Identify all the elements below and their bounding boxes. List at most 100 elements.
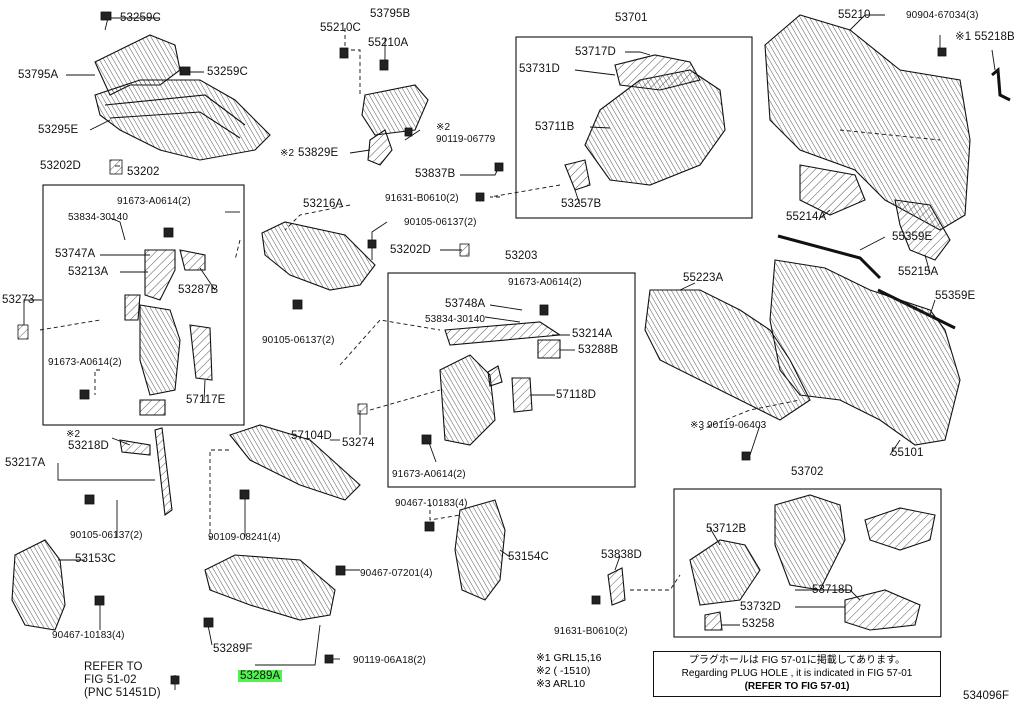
bolt-90119-06779	[404, 127, 413, 137]
callout-90467-a[interactable]: 90467-10183(4)	[52, 630, 125, 641]
callout-53795B[interactable]: 53795B	[370, 8, 411, 20]
callout-53718D[interactable]: 53718D	[812, 584, 853, 596]
callout-55359E-a[interactable]: 55359E	[892, 231, 933, 243]
callout-53258[interactable]: 53258	[742, 618, 775, 630]
callout-55214A[interactable]: 55214A	[786, 211, 827, 223]
callout-53288B[interactable]: 53288B	[578, 344, 619, 356]
bolt-91631-b	[591, 595, 601, 605]
callout-53702[interactable]: 53702	[791, 466, 824, 478]
callout-53838D[interactable]: 53838D	[601, 549, 642, 561]
clip-53273	[17, 324, 29, 340]
callout-53257B[interactable]: 53257B	[561, 198, 602, 210]
callout-91673-d[interactable]: 91673-A0614(2)	[392, 469, 466, 480]
part-57104D	[229, 424, 361, 501]
callout-55210C[interactable]: 55210C	[320, 22, 361, 34]
callout-53748A[interactable]: 53748A	[445, 298, 486, 310]
callout-90105-a[interactable]: 90105-06137(2)	[404, 217, 477, 228]
callout-55101[interactable]: 55101	[891, 447, 924, 459]
callout-90467-b[interactable]: 90467-10183(4)	[395, 498, 468, 509]
callout-55210A[interactable]: 55210A	[368, 37, 409, 49]
callout-90904[interactable]: 90904-67034(3)	[906, 10, 979, 21]
callout-53289A[interactable]: 53289A	[238, 670, 283, 683]
part-53732D	[844, 589, 921, 631]
callout-53829E[interactable]: 53829E	[298, 147, 339, 159]
callout-53274[interactable]: 53274	[342, 437, 375, 449]
part-53202-body	[139, 304, 181, 396]
callout-55223A[interactable]: 55223A	[683, 272, 724, 284]
callout-53287B[interactable]: 53287B	[178, 284, 219, 296]
part-53712B	[689, 539, 761, 606]
bolt-91631-a	[475, 192, 485, 202]
callout-55359E-b[interactable]: 55359E	[935, 290, 976, 302]
callout-90109[interactable]: 90109-08241(4)	[208, 532, 281, 543]
part-53218D	[119, 439, 151, 456]
callout-53834-a[interactable]: 53834-30140	[68, 212, 129, 223]
callout-53218D[interactable]: 53218D	[68, 440, 109, 452]
callout-53717D[interactable]: 53717D	[575, 46, 616, 58]
callout-53213A[interactable]: 53213A	[68, 266, 109, 278]
callout-90467-07201[interactable]: 90467-07201(4)	[360, 568, 433, 579]
callout-91631-b[interactable]: 91631-B0610(2)	[554, 626, 628, 637]
callout-53153C[interactable]: 53153C	[75, 553, 116, 565]
callout-53289A-highlight: 53289A	[238, 670, 283, 682]
callout-57118D[interactable]: 57118D	[556, 389, 597, 401]
callout-53217A[interactable]: 53217A	[5, 457, 46, 469]
legend-item-2: ※2 ( -1510)	[536, 665, 591, 677]
bolt-53259C-b	[179, 66, 191, 76]
refer-line-2[interactable]: FIG 51-02	[84, 674, 137, 686]
callout-90119-06A18[interactable]: 90119-06A18(2)	[353, 655, 426, 666]
callout-53289F[interactable]: 53289F	[213, 643, 253, 655]
callout-91631-a[interactable]: 91631-B0610(2)	[385, 193, 459, 204]
refer-line-3: (PNC 51451D)	[84, 687, 161, 699]
legend-item-3: ※3 ARL10	[536, 678, 586, 690]
part-55210	[764, 14, 971, 231]
callout-53202D-a[interactable]: 53202D	[40, 160, 81, 172]
callout-53273[interactable]: 53273	[2, 294, 35, 306]
callout-53259C-a[interactable]: 53259C	[120, 12, 161, 24]
part-57117E	[189, 324, 213, 381]
note-mark-53218D: ※2	[66, 429, 81, 440]
nut-90467-07201	[335, 565, 346, 576]
callout-55210[interactable]: 55210	[838, 9, 871, 21]
callout-55218B[interactable]: ※1 55218B	[955, 31, 1015, 43]
callout-90105-b[interactable]: 90105-06137(2)	[262, 335, 335, 346]
callout-53837B[interactable]: 53837B	[415, 168, 456, 180]
part-53203-body	[439, 354, 496, 446]
callout-53712B[interactable]: 53712B	[706, 523, 747, 535]
callout-53202D-b[interactable]: 53202D	[390, 244, 431, 256]
callout-53216A[interactable]: 53216A	[303, 198, 344, 210]
callout-90105-c[interactable]: 90105-06137(2)	[70, 530, 143, 541]
callout-57104D[interactable]: 57104D	[291, 430, 332, 442]
callout-53731D[interactable]: 53731D	[519, 63, 560, 75]
clip-refer	[170, 675, 180, 685]
callout-53154C[interactable]: 53154C	[508, 551, 549, 563]
part-57118D	[511, 377, 533, 413]
callout-53711B[interactable]: 53711B	[535, 121, 575, 133]
part-53795B	[361, 84, 429, 136]
callout-53834-b[interactable]: 53834-30140	[425, 314, 486, 325]
callout-53295E[interactable]: 53295E	[38, 124, 79, 136]
callout-53795A[interactable]: 53795A	[18, 69, 59, 81]
callout-91673-a[interactable]: 91673-A0614(2)	[117, 196, 191, 207]
clip-53202D-a	[109, 159, 123, 175]
callout-53732D[interactable]: 53732D	[740, 601, 781, 613]
part-53216A	[261, 221, 376, 291]
diagram-id: 534096F	[963, 690, 1010, 702]
part-53731D	[614, 54, 701, 91]
part-53289A	[204, 554, 336, 621]
callout-53214A[interactable]: 53214A	[572, 328, 613, 340]
callout-57117E[interactable]: 57117E	[186, 394, 226, 406]
callout-55215A[interactable]: 55215A	[898, 266, 939, 278]
callout-53701[interactable]: 53701	[615, 12, 648, 24]
callout-90119-06779[interactable]: 90119-06779	[436, 134, 496, 145]
callout-53202[interactable]: 53202	[127, 166, 160, 178]
clip-55210C	[339, 47, 349, 59]
callout-53203[interactable]: 53203	[505, 250, 538, 262]
callout-53747A[interactable]: 53747A	[55, 248, 96, 260]
callout-90119-06403[interactable]: ※3 90119-06403	[690, 420, 767, 431]
clip-53289F	[203, 617, 214, 628]
callout-53259C-b[interactable]: 53259C	[207, 66, 248, 78]
note-line-refer[interactable]: (REFER TO FIG 57-01)	[744, 681, 850, 692]
callout-91673-b[interactable]: 91673-A0614(2)	[48, 357, 122, 368]
callout-91673-c[interactable]: 91673-A0614(2)	[508, 277, 582, 288]
